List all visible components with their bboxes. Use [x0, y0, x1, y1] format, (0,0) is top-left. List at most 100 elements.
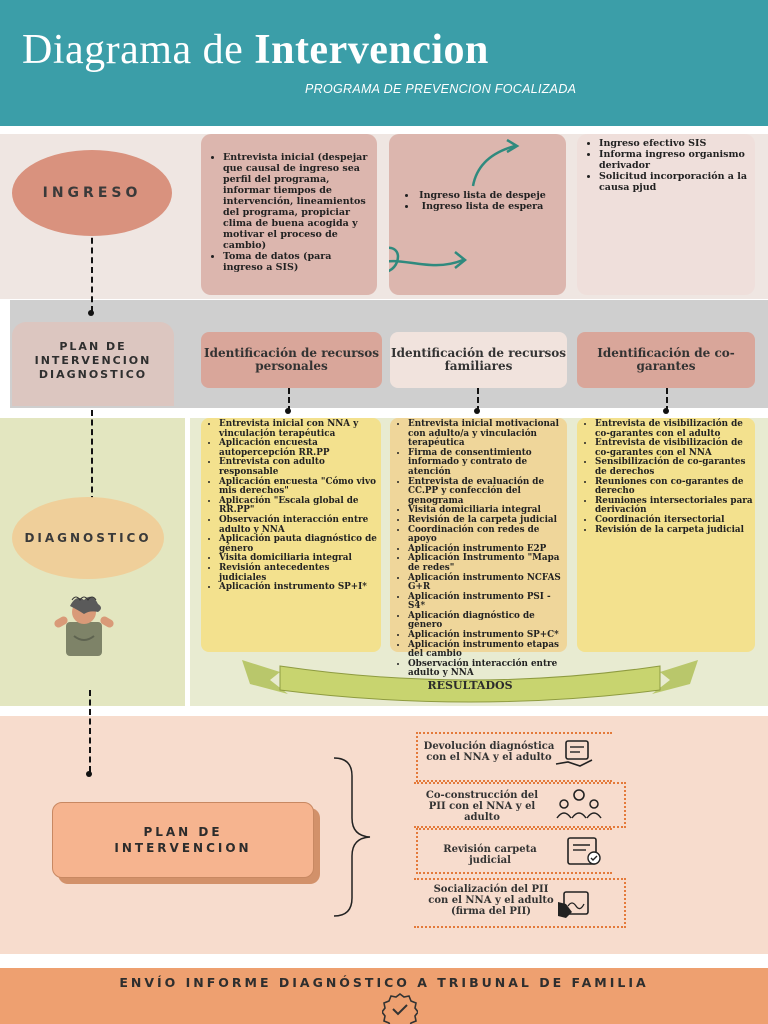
recursos-familiares-label: Identificación de recursos familiares	[390, 346, 567, 373]
list-item: Visita domiciliaria integral	[408, 506, 565, 516]
list-item: Aplicación encuesta "Cómo vivo mis derec…	[219, 477, 379, 497]
list-item: Aplicación instrumento SP+I*	[219, 582, 379, 593]
list-item: Informa ingreso organismo derivador	[599, 149, 755, 171]
resultados-label: RESULTADOS	[427, 679, 513, 692]
plan-diag-line-2: INTERVENCION	[34, 354, 152, 367]
list-item: Entrevista inicial (despejar que causal …	[223, 152, 373, 251]
list-item: Ingreso lista de despeje	[417, 190, 548, 201]
connector-1	[288, 388, 290, 412]
list-item: Aplicación diagnóstico de género	[408, 611, 565, 631]
recursos-personales-label: Identificación de recursos personales	[203, 346, 380, 373]
flow-dot-3	[86, 771, 92, 777]
flow-line-2	[91, 410, 93, 502]
list-item: Observación interacción entre adulto y N…	[219, 515, 379, 535]
list-item: Firma de consentimiento informado y cont…	[408, 448, 565, 478]
connector-dot-3	[663, 408, 669, 414]
recursos-personales-box: Identificación de recursos personales	[201, 332, 382, 388]
ingreso-ellipse: INGRESO	[12, 150, 172, 236]
list-item: Entrevista de evaluación de CC.PP y conf…	[408, 477, 565, 507]
plan-intervencion-box: PLAN DE INTERVENCION	[52, 802, 314, 878]
list-item: Entrevista de visibilización de co-garan…	[595, 419, 753, 439]
plan-diagnostico-box	[12, 322, 174, 406]
step-box-1	[416, 732, 612, 782]
list-item: Aplicación instrumento SP+C*	[408, 630, 565, 641]
step-box-4	[414, 878, 626, 928]
list-item: Entrevista con adulto responsable	[219, 458, 379, 477]
flow-dot-1	[88, 310, 94, 316]
connector-3	[666, 388, 668, 412]
list-item: Entrevista inicial motivacional con adul…	[408, 419, 565, 449]
page-subtitle: PROGRAMA DE PREVENCION FOCALIZADA	[305, 82, 577, 96]
list-item: Visita domiciliaria integral	[219, 554, 379, 564]
plan-interv-line-2: INTERVENCION	[114, 841, 252, 855]
connector-dot-1	[285, 408, 291, 414]
title-bold: Intervencion	[254, 27, 489, 73]
list-item: Coordinación con redes de apoyo	[408, 525, 565, 545]
curved-arrow-icon	[389, 138, 520, 273]
list-item: Aplicación Instrumento "Mapa de redes"	[408, 553, 565, 573]
brace-icon	[333, 757, 371, 917]
seal-check-icon	[382, 993, 418, 1024]
resultados-ribbon	[242, 660, 698, 703]
list-item: Aplicación instrumento NCFAS G+R	[408, 573, 565, 593]
step-3-label: Revisión carpeta judicial	[443, 844, 537, 866]
diagnostico-column-1: Entrevista inicial con NNA y vinculación…	[201, 418, 381, 652]
plan-diagnostico-label: PLAN DE INTERVENCION DIAGNOSTICO	[12, 340, 174, 382]
step-box-3	[416, 828, 612, 874]
co-garantes-box: Identificación de co-garantes	[577, 332, 755, 388]
list-item: Revisión antecedentes judiciales	[219, 563, 379, 583]
list-item: Aplicación encuesta autopercepción RR.PP	[219, 438, 379, 458]
list-item: Aplicación instrumento etapas del cambio	[408, 640, 565, 660]
list-item: Observación interacción entre adulto y N…	[408, 659, 565, 679]
list-item: Aplicación instrumento PSI - S4*	[408, 592, 565, 612]
list-item: Aplicación pauta diagnóstico de género	[219, 534, 379, 554]
ingreso-card-3-list: Ingreso efectivo SIS Informa ingreso org…	[577, 138, 755, 193]
stressed-person-icon	[54, 596, 114, 656]
step-box-2	[414, 782, 626, 828]
list-item: Aplicación instrumento E2P	[408, 544, 565, 555]
page-title: Diagrama de Intervencion	[22, 26, 489, 74]
list-item: Ingreso efectivo SIS	[599, 138, 755, 149]
diagnostico-ellipse: DIAGNOSTICO	[12, 497, 164, 579]
list-item: Reuniones con co-garantes de derecho	[595, 477, 753, 497]
diagnostico-col2-list: Entrevista inicial motivacional con adul…	[390, 419, 565, 679]
list-item: Sensibilización de co-garantes de derech…	[595, 458, 753, 477]
ingreso-card-3: Ingreso efectivo SIS Informa ingreso org…	[577, 134, 755, 295]
document-hand-icon	[555, 740, 593, 767]
signature-hand-icon	[558, 891, 589, 918]
list-item: Coordinación itersectorial	[595, 515, 753, 526]
flow-line-1	[91, 228, 93, 312]
header-banner	[0, 0, 768, 126]
plan-diag-line-1: PLAN DE	[59, 340, 127, 353]
list-item: Ingreso lista de espera	[417, 201, 548, 212]
diagnostico-column-2: Entrevista inicial motivacional con adul…	[390, 418, 567, 678]
plan-diag-line-3: DIAGNOSTICO	[38, 368, 148, 381]
ingreso-card-2: Ingreso lista de despeje Ingreso lista d…	[389, 134, 566, 295]
step-1-label: Devolución diagnóstica con el NNA y el a…	[423, 741, 555, 763]
list-item: Aplicación "Escala global de RR.PP"	[219, 496, 379, 516]
list-item: Entrevista de visibilización de co-garan…	[595, 438, 753, 458]
recursos-familiares-box: Identificación de recursos familiares	[390, 332, 567, 388]
title-light: Diagrama de	[22, 27, 255, 73]
team-gear-icon	[556, 789, 602, 819]
footer-text: ENVÍO INFORME DIAGNÓSTICO A TRIBUNAL DE …	[119, 975, 649, 990]
ingreso-label: INGRESO	[42, 185, 142, 201]
diagnostico-label: DIAGNOSTICO	[24, 531, 152, 545]
ingreso-card-1-list: Entrevista inicial (despejar que causal …	[201, 152, 373, 273]
step-2-label: Co-construcción del PII con el NNA y el …	[425, 790, 539, 823]
co-garantes-label: Identificación de co-garantes	[597, 346, 735, 373]
step-4-label: Socialización del PII con el NNA y el ad…	[428, 884, 554, 917]
diagnostico-column-3: Entrevista de visibilización de co-garan…	[577, 418, 755, 652]
connector-2	[477, 388, 479, 412]
list-item: Solicitud incorporación a la causa pjud	[599, 171, 755, 193]
ingreso-card-2-list: Ingreso lista de despeje Ingreso lista d…	[389, 190, 548, 212]
connector-dot-2	[474, 408, 480, 414]
list-item: Revisión de la carpeta judicial	[595, 525, 753, 536]
clipboard-check-icon	[567, 837, 601, 865]
ingreso-card-1: Entrevista inicial (despejar que causal …	[201, 134, 377, 295]
diagnostico-col1-list: Entrevista inicial con NNA y vinculación…	[201, 419, 379, 593]
plan-interv-line-1: PLAN DE	[143, 825, 223, 839]
list-item: Entrevista inicial con NNA y vinculación…	[219, 419, 379, 439]
diagnostico-col3-list: Entrevista de visibilización de co-garan…	[577, 419, 753, 536]
list-item: Revisión de la carpeta judicial	[408, 515, 565, 526]
